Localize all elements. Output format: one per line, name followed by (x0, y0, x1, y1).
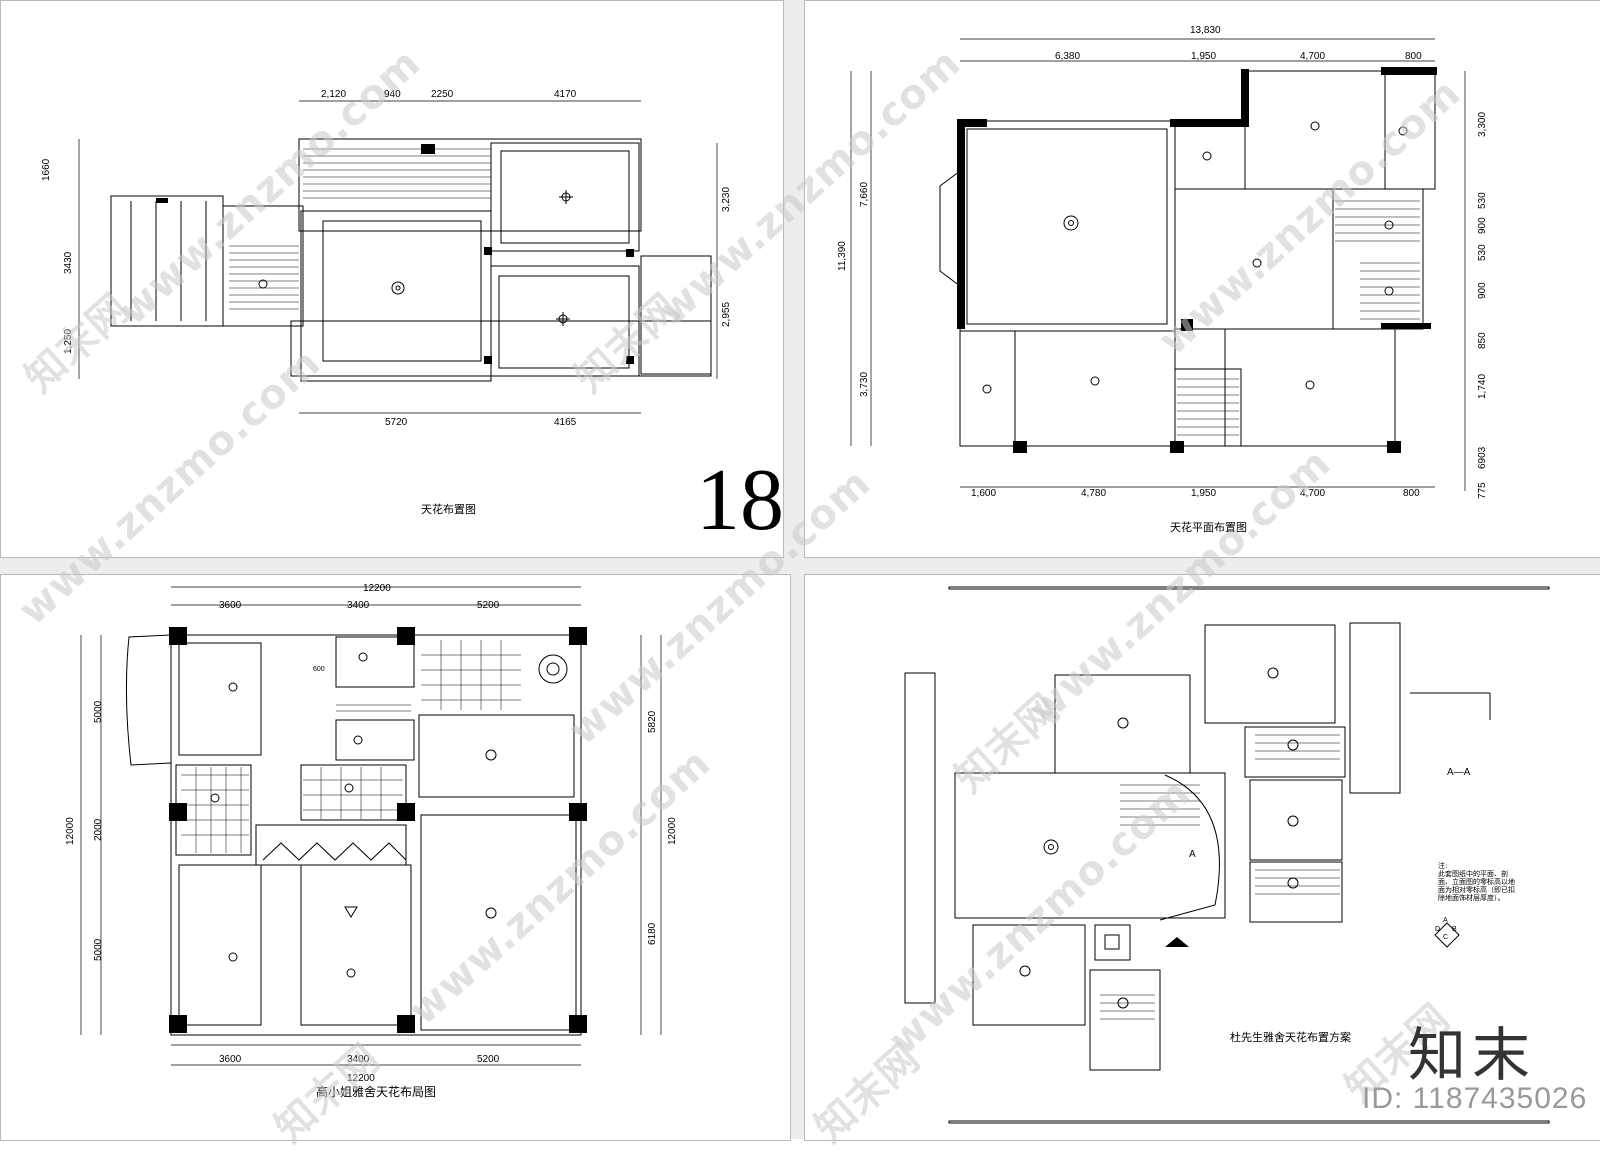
dim-top-4: 4170 (554, 89, 577, 100)
dim-right-6: 850 (1477, 332, 1488, 349)
compass-a: A (1443, 917, 1448, 924)
dim-top-3: 2250 (431, 89, 454, 100)
panel-gap-vertical-top (782, 0, 804, 556)
note-text: 此套图纸中的平面、剖面、立面图的零标高以地面为相对零标高（即已扣除地面饰材层厚度… (1438, 870, 1515, 902)
dim-bottom-2: 4,780 (1081, 488, 1106, 499)
ceiling-plan-1-drawing: 2,120 940 2250 4170 5720 4165 1660 3430 … (41, 89, 732, 428)
dim-left-total: 12000 (65, 817, 76, 845)
dim-top-3: 4,700 (1300, 51, 1325, 62)
dim-right-9: 6903 (1477, 446, 1488, 469)
dim-top-1: 6,380 (1055, 51, 1080, 62)
dim-right-1: 3,300 (1477, 112, 1488, 137)
dim-left-1: 1660 (41, 158, 52, 181)
dim-top-2: 3400 (347, 600, 370, 611)
dim-right-3: 900 (1477, 217, 1488, 234)
dim-right-2: 530 (1477, 192, 1488, 209)
compass-c: C (1443, 934, 1448, 941)
dim-bottom-3: 5200 (477, 1054, 500, 1065)
dim-left-2: 7,660 (859, 182, 870, 207)
dim-bottom-4: 4,700 (1300, 488, 1325, 499)
ceiling-plan-2-drawing: 13,830 6,380 1,950 4,700 800 1,600 4,780… (837, 25, 1488, 499)
dim-bottom-1: 1,600 (971, 488, 996, 499)
dim-bottom-1: 5720 (385, 417, 408, 428)
dim-left-3: 1,250 (63, 329, 74, 354)
note-heading: 注: (1438, 862, 1448, 870)
dim-right-2: 6180 (647, 922, 658, 945)
dim-right-7: 1,740 (1477, 374, 1488, 399)
dim-right-1: 3,230 (721, 187, 732, 212)
dim-top-total: 13,830 (1190, 25, 1221, 36)
dim-right-total: 12000 (667, 817, 678, 845)
panel-gap-horizontal (0, 556, 1600, 574)
dim-left-2: 3430 (63, 251, 74, 274)
panel-gap-vertical-bottom (789, 574, 804, 1139)
section-mark-a: A (1189, 849, 1196, 860)
dim-top-1: 2,120 (321, 89, 346, 100)
drawing-note: 注: 此套图纸中的平面、剖面、立面图的零标高以地面为相对零标高（即已扣除地面饰材… (1438, 862, 1518, 902)
image-id: ID: 1187435026 (1362, 1082, 1588, 1115)
dim-top-total: 12200 (363, 583, 391, 594)
section-label-aa: A—A (1447, 767, 1471, 778)
compass-b: B (1452, 926, 1457, 933)
dim-top-1: 3600 (219, 600, 242, 611)
dim-left-1: 11,390 (837, 241, 848, 271)
dim-right-8: 775 (1477, 482, 1488, 499)
ceiling-plan-4-drawing: A—A A A B C D (904, 586, 1550, 1124)
ceiling-plan-panel-4: A—A A A B C D 杜先生雅舍天花布置方案 (804, 574, 1600, 1141)
dim-bottom-1: 3600 (219, 1054, 242, 1065)
ceiling-plan-panel-1: 2,120 940 2250 4170 5720 4165 1660 3430 … (0, 0, 784, 558)
dim-top-2: 1,950 (1191, 51, 1216, 62)
dim-left-1: 5000 (93, 700, 104, 723)
dim-left-3: 5000 (93, 938, 104, 961)
dim-right-2: 2,955 (721, 302, 732, 327)
dim-bottom-total: 12200 (347, 1073, 375, 1084)
dim-bottom-5: 800 (1403, 488, 1420, 499)
dim-right-5: 900 (1477, 282, 1488, 299)
dim-left-2: 2000 (93, 818, 104, 841)
compass-d: D (1435, 926, 1440, 933)
dim-bottom-2: 4165 (554, 417, 577, 428)
plan-title-2: 天花平面布置图 (1170, 522, 1247, 534)
dim-top-4: 800 (1405, 51, 1422, 62)
dim-bottom-3: 1,950 (1191, 488, 1216, 499)
dim-top-3: 5200 (477, 600, 500, 611)
dim-top-2: 940 (384, 89, 401, 100)
plan-title-4: 杜先生雅舍天花布置方案 (1230, 1032, 1351, 1044)
plan-title-3: 高小姐雅舍天花布局图 (316, 1085, 437, 1099)
dim-right-4: 530 (1477, 244, 1488, 261)
ceiling-plan-panel-2: 13,830 6,380 1,950 4,700 800 1,600 4,780… (804, 0, 1600, 558)
label-600: 600 (313, 666, 325, 673)
dim-right-1: 5820 (647, 710, 658, 733)
sheet-number: 18 (696, 452, 784, 549)
plan-title-1: 天花布置图 (421, 504, 476, 516)
brand-logo: 知末 (1408, 1021, 1537, 1089)
ceiling-plan-3-drawing: 12200 3600 3400 5200 3600 3400 5200 1220… (65, 583, 678, 1084)
dim-bottom-2: 3400 (347, 1054, 370, 1065)
ceiling-plan-panel-3: 12200 3600 3400 5200 3600 3400 5200 1220… (0, 574, 791, 1141)
dim-left-3: 3,730 (859, 372, 870, 397)
